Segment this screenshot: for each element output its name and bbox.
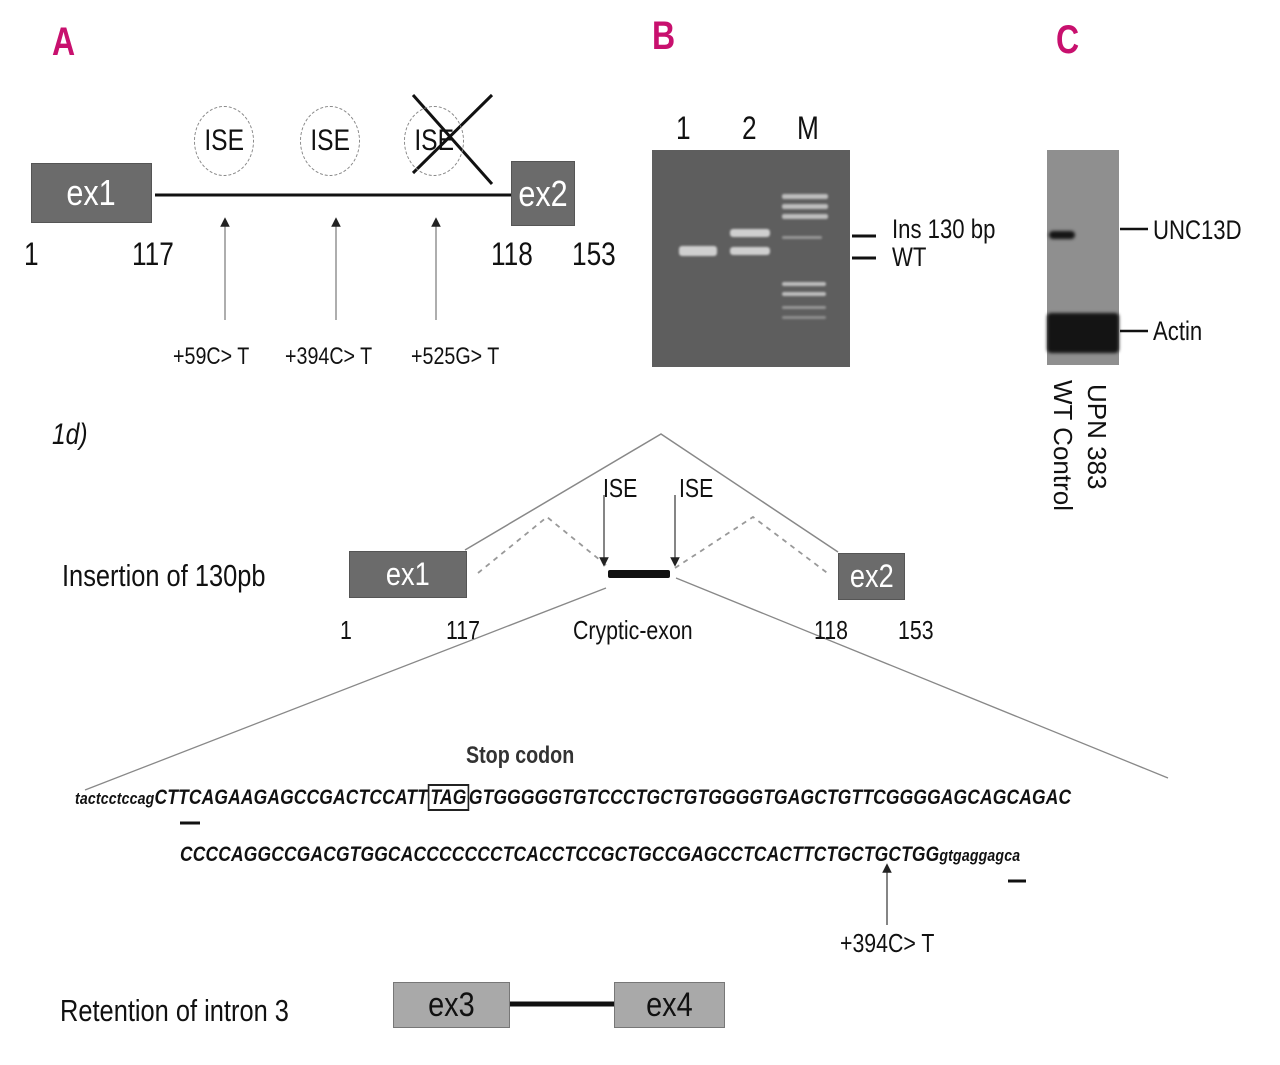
lane-label-2: 2 bbox=[742, 110, 757, 146]
insertion-exon-1-label: ex1 bbox=[386, 556, 430, 592]
ladder-band bbox=[782, 306, 826, 309]
insertion-exon-2-start: 118 bbox=[814, 615, 848, 645]
stop-codon-label: Stop codon bbox=[466, 742, 575, 769]
ladder-band bbox=[782, 194, 828, 199]
lane-label-m: M bbox=[797, 110, 819, 146]
canonical-splice-line bbox=[464, 433, 839, 553]
mutation-label-2: +394C> T bbox=[285, 343, 373, 370]
retention-title: Retention of intron 3 bbox=[60, 993, 289, 1028]
cryptic-exon-bar bbox=[608, 570, 670, 578]
agarose-gel bbox=[652, 150, 850, 367]
ise-label: ISE bbox=[310, 124, 350, 157]
cryptic-exon-sequence-end: CCCCAGGCCGACGTGGCACCCCCCCTCACCTCCGCTGCCG… bbox=[180, 843, 940, 866]
sequence-mutation-label: +394C> T bbox=[840, 928, 935, 958]
ladder-band bbox=[782, 292, 826, 296]
stop-codon-box: TAG bbox=[427, 784, 469, 811]
intron-sequence-upstream: tactcctccag bbox=[75, 789, 155, 808]
ise-element-2: ISE bbox=[300, 106, 360, 176]
exon-2-label: ex2 bbox=[518, 172, 568, 214]
lane-label-wt-control: WT Control bbox=[1048, 380, 1078, 511]
exon-2-box: ex2 bbox=[511, 161, 575, 226]
lane-2-insertion-band bbox=[730, 229, 770, 237]
unc13d-label: UNC13D bbox=[1153, 215, 1242, 245]
intron-sequence-downstream: gtgaggagca bbox=[939, 846, 1021, 865]
exon-2-start: 118 bbox=[491, 236, 533, 272]
unc13d-band-wt bbox=[1049, 231, 1075, 239]
lane-label-upn-383: UPN 383 bbox=[1082, 384, 1112, 490]
western-blot bbox=[1047, 150, 1119, 365]
lane-1-wt-band bbox=[679, 246, 717, 256]
exon-1-box: ex1 bbox=[31, 163, 152, 223]
ladder-band bbox=[782, 204, 828, 209]
exon-4-box: ex4 bbox=[614, 982, 725, 1028]
ladder-band bbox=[782, 236, 822, 239]
insertion-exon-1-end: 117 bbox=[446, 615, 480, 645]
panel-d-label: 1d) bbox=[52, 418, 88, 451]
panel-c-letter: C bbox=[1056, 18, 1080, 62]
ise-label: ISE bbox=[414, 124, 454, 157]
insertion-exon-2-label: ex2 bbox=[849, 558, 894, 594]
exon-3-box: ex3 bbox=[393, 982, 510, 1028]
exon-2-end: 153 bbox=[572, 236, 616, 272]
cryptic-exon-sequence-start: CTTCAGAAGAGCCGACTCCATT bbox=[154, 786, 428, 809]
actin-band bbox=[1047, 313, 1119, 353]
cryptic-exon-label: Cryptic-exon bbox=[573, 615, 693, 645]
ise-element-3-crossed: ISE bbox=[404, 106, 464, 176]
lane-2-wt-band bbox=[730, 247, 770, 255]
actin-label: Actin bbox=[1153, 316, 1203, 346]
zoom-line-right bbox=[675, 577, 1169, 779]
mutation-label-1: +59C> T bbox=[173, 343, 250, 370]
exon-3-label: ex3 bbox=[428, 985, 475, 1024]
zoom-line-left bbox=[84, 587, 607, 791]
ladder-band bbox=[782, 316, 826, 319]
ise-label-right: ISE bbox=[679, 473, 714, 503]
ise-label-left: ISE bbox=[603, 473, 638, 503]
ladder-band bbox=[782, 214, 828, 219]
insertion-exon-1-box: ex1 bbox=[349, 551, 467, 598]
ise-label: ISE bbox=[204, 124, 244, 157]
wt-band-label: WT bbox=[892, 242, 927, 272]
cryptic-exon-sequence-mid: GTGGGGGTGTCCCTGCTGTGGGGTGAGCTGTTCGGGGAGC… bbox=[468, 786, 1072, 809]
sequence-line-2: CCCCAGGCCGACGTGGCACCCCCCCTCACCTCCGCTGCCG… bbox=[180, 843, 1020, 867]
exon-4-label: ex4 bbox=[646, 985, 693, 1024]
insertion-exon-2-end: 153 bbox=[898, 615, 934, 645]
mutation-label-3: +525G> T bbox=[411, 343, 500, 370]
panel-a-letter: A bbox=[52, 20, 76, 64]
exon-1-start: 1 bbox=[24, 236, 39, 272]
ins-band-label: Ins 130 bp bbox=[892, 214, 996, 244]
cryptic-splice-left bbox=[477, 515, 607, 574]
insertion-exon-2-box: ex2 bbox=[838, 553, 905, 600]
insertion-exon-1-start: 1 bbox=[340, 615, 352, 645]
exon-1-label: ex1 bbox=[66, 172, 117, 213]
ladder-band bbox=[782, 282, 826, 286]
panel-b-letter: B bbox=[652, 14, 676, 58]
cryptic-splice-right bbox=[674, 515, 831, 576]
exon-1-end: 117 bbox=[132, 236, 174, 272]
lane-label-1: 1 bbox=[676, 110, 691, 146]
ise-element-1: ISE bbox=[194, 106, 254, 176]
insertion-title: Insertion of 130pb bbox=[62, 558, 266, 593]
